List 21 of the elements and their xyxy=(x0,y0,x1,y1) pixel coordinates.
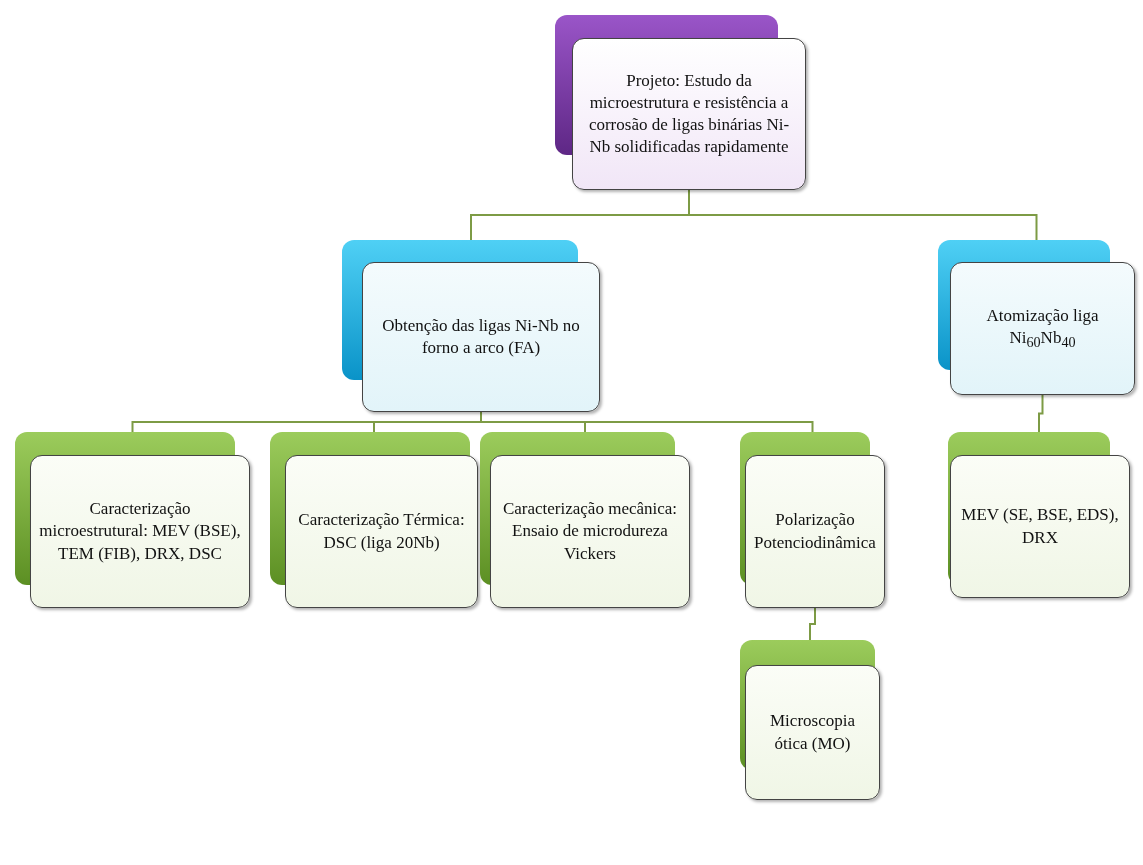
box-text: Caracterização mecânica: Ensaio de microdureza Vickers xyxy=(501,498,679,565)
box-text: Projeto: Estudo da microestrutura e resistência a corrosão de ligas binárias Ni-Nb solidificadas rapidamente xyxy=(587,69,791,159)
process-box xyxy=(270,432,478,608)
box-text: Polarização Potenciodinâmica xyxy=(754,509,876,554)
box-text: Atomização liga Ni$_{60}$Nb$_{40}$ xyxy=(985,305,1100,352)
box-text: Caracterização Térmica: DSC (liga 20Nb) xyxy=(297,509,466,554)
process-box xyxy=(938,240,1135,395)
box-text: Caracterização microestrutural: MEV (BSE), TEM (FIB), DRX, DSC xyxy=(39,498,241,565)
box-text: Obtenção das ligas Ni-Nb no forno a arco (FA) xyxy=(381,314,581,359)
process-box xyxy=(480,432,690,608)
connector-line xyxy=(480,411,814,433)
box-text: MEV (SE, BSE, EDS), DRX xyxy=(960,504,1120,549)
process-box xyxy=(948,432,1130,598)
process-box xyxy=(740,640,880,800)
connector-line xyxy=(1038,394,1044,433)
connector-line xyxy=(809,607,816,641)
box-text: Microscopia ótica (MO) xyxy=(769,710,856,755)
process-box xyxy=(555,15,806,190)
process-box xyxy=(740,432,885,608)
process-box xyxy=(342,240,600,412)
process-box xyxy=(15,432,250,608)
